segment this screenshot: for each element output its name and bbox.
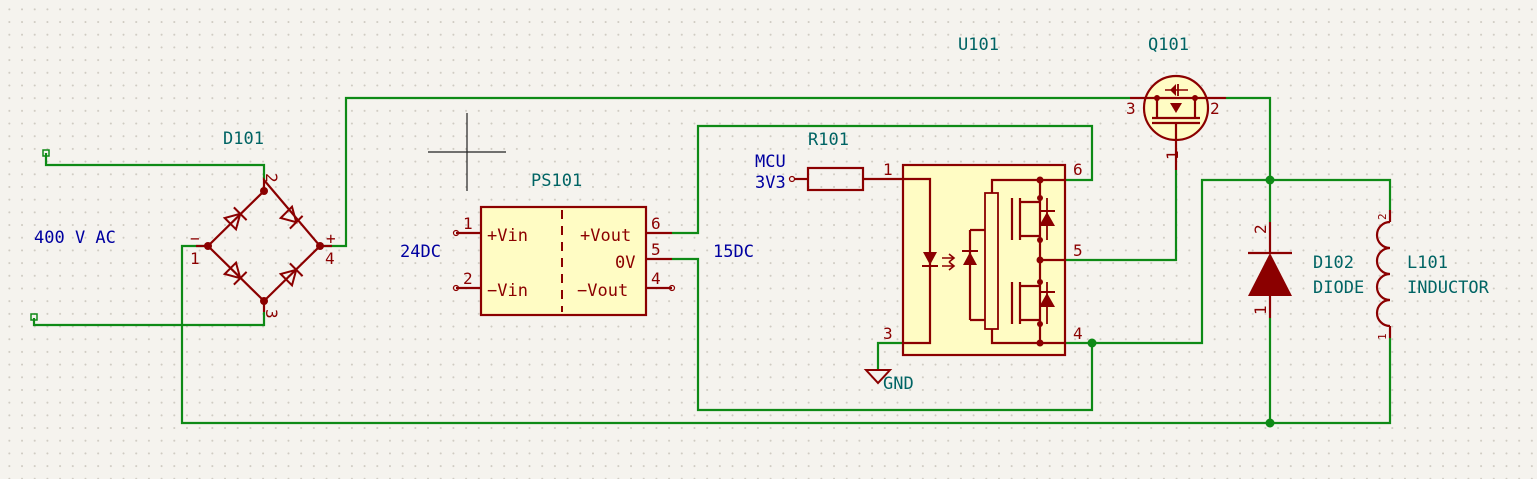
bridge-rectifier-d101[interactable] bbox=[196, 177, 332, 312]
ground-icon bbox=[863, 369, 893, 385]
resistor-r101[interactable] bbox=[788, 166, 904, 192]
r101-ref: R101 bbox=[808, 130, 849, 150]
d101-pin3: 3 bbox=[262, 309, 281, 319]
junction-dot bbox=[1265, 175, 1275, 185]
ps101-pin2: 2 bbox=[463, 269, 473, 288]
ps101-pin5: 5 bbox=[651, 240, 661, 259]
ps101-vout-minus: −Vout bbox=[577, 281, 628, 301]
ps101-pin4: 4 bbox=[651, 269, 661, 288]
d102-value: DIODE bbox=[1313, 278, 1364, 298]
d101-pin2: 2 bbox=[262, 173, 281, 183]
wires bbox=[32, 96, 1392, 428]
mcu-label: MCU bbox=[755, 152, 786, 172]
q101-pin2: 2 bbox=[1210, 99, 1220, 118]
dc24-label: 24DC bbox=[400, 242, 441, 262]
l101-pin2: 2 bbox=[1376, 213, 1389, 220]
wire-vout-plus[interactable] bbox=[672, 124, 1094, 235]
diode-icon bbox=[278, 204, 304, 230]
d101-minus: − bbox=[190, 229, 200, 248]
d101-pin4: 4 bbox=[325, 249, 335, 268]
u101-pin6: 6 bbox=[1073, 160, 1083, 179]
wire-ac-top[interactable] bbox=[44, 153, 266, 180]
ps101-vin-minus: −Vin bbox=[487, 281, 528, 301]
wire-gnd[interactable] bbox=[876, 341, 903, 370]
u101-pin5: 5 bbox=[1073, 241, 1083, 260]
junction-dot bbox=[1265, 418, 1275, 428]
wire-return-bottom[interactable] bbox=[180, 244, 1392, 425]
wire-ac-bottom[interactable] bbox=[32, 312, 266, 327]
diode-icon bbox=[278, 262, 304, 288]
junction-dot bbox=[1087, 338, 1097, 348]
u101-pin1: 1 bbox=[883, 160, 893, 179]
ac-input-label: 400 V AC bbox=[34, 228, 116, 248]
crosshair-cursor-icon bbox=[428, 113, 506, 191]
inductor-l101[interactable] bbox=[1375, 210, 1392, 338]
ps101-vout-plus: +Vout bbox=[580, 226, 631, 246]
l101-ref: L101 bbox=[1407, 253, 1448, 273]
ps101-vin-plus: +Vin bbox=[487, 226, 528, 246]
q101-ref: Q101 bbox=[1148, 35, 1189, 55]
l101-pin1: 1 bbox=[1376, 333, 1389, 340]
u101-ref: U101 bbox=[958, 35, 999, 55]
u101-pin4: 4 bbox=[1073, 324, 1083, 343]
diode-icon bbox=[222, 260, 248, 286]
ac-terminal[interactable] bbox=[30, 313, 38, 321]
diode-d102[interactable] bbox=[1248, 222, 1292, 318]
wire-q101-drain[interactable] bbox=[1226, 96, 1272, 180]
photorelay-u101[interactable] bbox=[901, 163, 1067, 357]
ps101-ref: PS101 bbox=[531, 171, 582, 191]
d102-pin1: 1 bbox=[1251, 305, 1270, 315]
mosfet-q101[interactable] bbox=[1130, 74, 1226, 170]
power-supply-ps101[interactable] bbox=[452, 205, 676, 317]
l101-value: INDUCTOR bbox=[1407, 278, 1490, 298]
d101-plus: + bbox=[326, 229, 336, 248]
d101-pin1: 1 bbox=[190, 249, 200, 268]
d102-pin2: 2 bbox=[1251, 224, 1270, 234]
d101-ref: D101 bbox=[223, 129, 264, 149]
d102-ref: D102 bbox=[1313, 253, 1354, 273]
wire-u101-pin4[interactable] bbox=[1065, 178, 1392, 345]
ps101-vout-zero: 0V bbox=[615, 253, 635, 273]
ps101-pin6: 6 bbox=[651, 214, 661, 233]
wire-vout-zero[interactable] bbox=[672, 257, 1094, 412]
wire-bridge-plus[interactable] bbox=[320, 96, 1130, 248]
diode-icon bbox=[222, 206, 248, 232]
dc15-label: 15DC bbox=[713, 242, 754, 262]
q101-pin3: 3 bbox=[1126, 99, 1136, 118]
led-icon bbox=[922, 252, 956, 271]
gnd-label: GND bbox=[883, 374, 914, 394]
mcu-3v3-label: 3V3 bbox=[755, 173, 786, 193]
q101-pin1: 1 bbox=[1163, 150, 1182, 160]
u101-pin3: 3 bbox=[883, 324, 893, 343]
wire-u101-pin5[interactable] bbox=[1065, 170, 1178, 262]
ac-terminal[interactable] bbox=[42, 149, 50, 157]
ps101-pin1: 1 bbox=[463, 214, 473, 233]
